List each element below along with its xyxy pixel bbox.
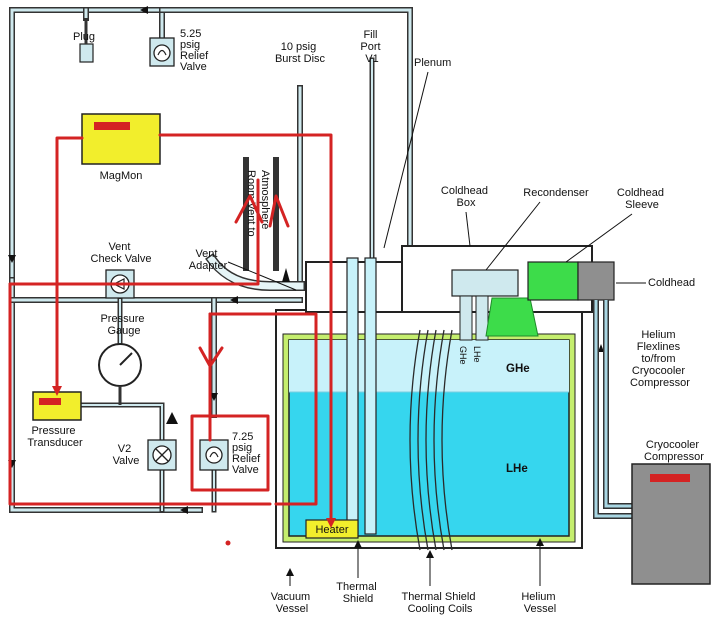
relief-valve-525-label: 5.25 psig Relief Valve xyxy=(180,28,211,73)
magmon-box xyxy=(81,113,161,165)
bottom-arrowheads xyxy=(286,538,544,576)
relief-valve-525 xyxy=(149,37,175,67)
vent-check-valve-label: Vent Check Valve xyxy=(91,241,152,265)
cryocooler-compressor-label: Cryocooler Compressor xyxy=(644,439,704,463)
red-annotations xyxy=(8,133,333,522)
plenum-label: Plenum xyxy=(414,57,451,69)
cooling-coils xyxy=(409,329,453,551)
helium-vessel-label: Helium Vessel xyxy=(521,591,558,615)
burst-disc-label: 10 psig Burst Disc xyxy=(275,41,326,65)
vent-piping xyxy=(9,7,413,513)
coldhead-label: Coldhead xyxy=(648,277,695,289)
helium-flexlines-label: Helium Flexlines to/from Cryocooler Comp… xyxy=(630,329,690,389)
pressure-gauge-label: Pressure Gauge xyxy=(100,313,147,337)
v2-valve xyxy=(147,439,177,471)
thermal-shield-label: Thermal Shield xyxy=(336,581,379,605)
thermal-shield-coils-label: Thermal Shield Cooling Coils xyxy=(401,591,478,615)
cryocooler-compressor xyxy=(631,463,711,585)
ghe-small-label: GHe xyxy=(458,346,468,365)
v2-valve-label: V2 Valve xyxy=(113,443,140,467)
relief-valve-725 xyxy=(199,439,229,471)
coldhead-sleeve-label: Coldhead Sleeve xyxy=(617,187,667,211)
plug xyxy=(79,43,94,63)
recondenser-label: Recondenser xyxy=(523,187,589,199)
magmon-label: MagMon xyxy=(100,170,143,182)
room-vent-label: Room Vent to Atmosphere xyxy=(245,170,271,240)
ghe-label: GHe xyxy=(506,363,530,375)
pressure-transducer xyxy=(32,391,82,421)
plug-label: Plug xyxy=(73,31,95,43)
recondenser xyxy=(451,269,539,341)
pressure-transducer-label: Pressure Transducer xyxy=(27,425,83,449)
helium-flexlines xyxy=(593,300,632,519)
coldhead-box-label: Coldhead Box xyxy=(441,185,491,209)
fill-port-label: Fill Port V1 xyxy=(360,29,383,65)
lhe-label: LHe xyxy=(506,463,528,475)
vent-adapter-label: Vent Adapter xyxy=(189,248,228,272)
pressure-gauge xyxy=(98,343,142,405)
coldhead-sleeve xyxy=(527,261,579,301)
lhe-small-label: LHe xyxy=(472,346,482,363)
heater-label: Heater xyxy=(315,524,348,536)
relief-valve-725-label: 7.25 psig Relief Valve xyxy=(232,431,263,476)
coldhead xyxy=(577,261,615,301)
vacuum-vessel-label: Vacuum Vessel xyxy=(271,591,314,615)
red-dot xyxy=(225,540,231,546)
red-arrowheads xyxy=(52,386,336,528)
